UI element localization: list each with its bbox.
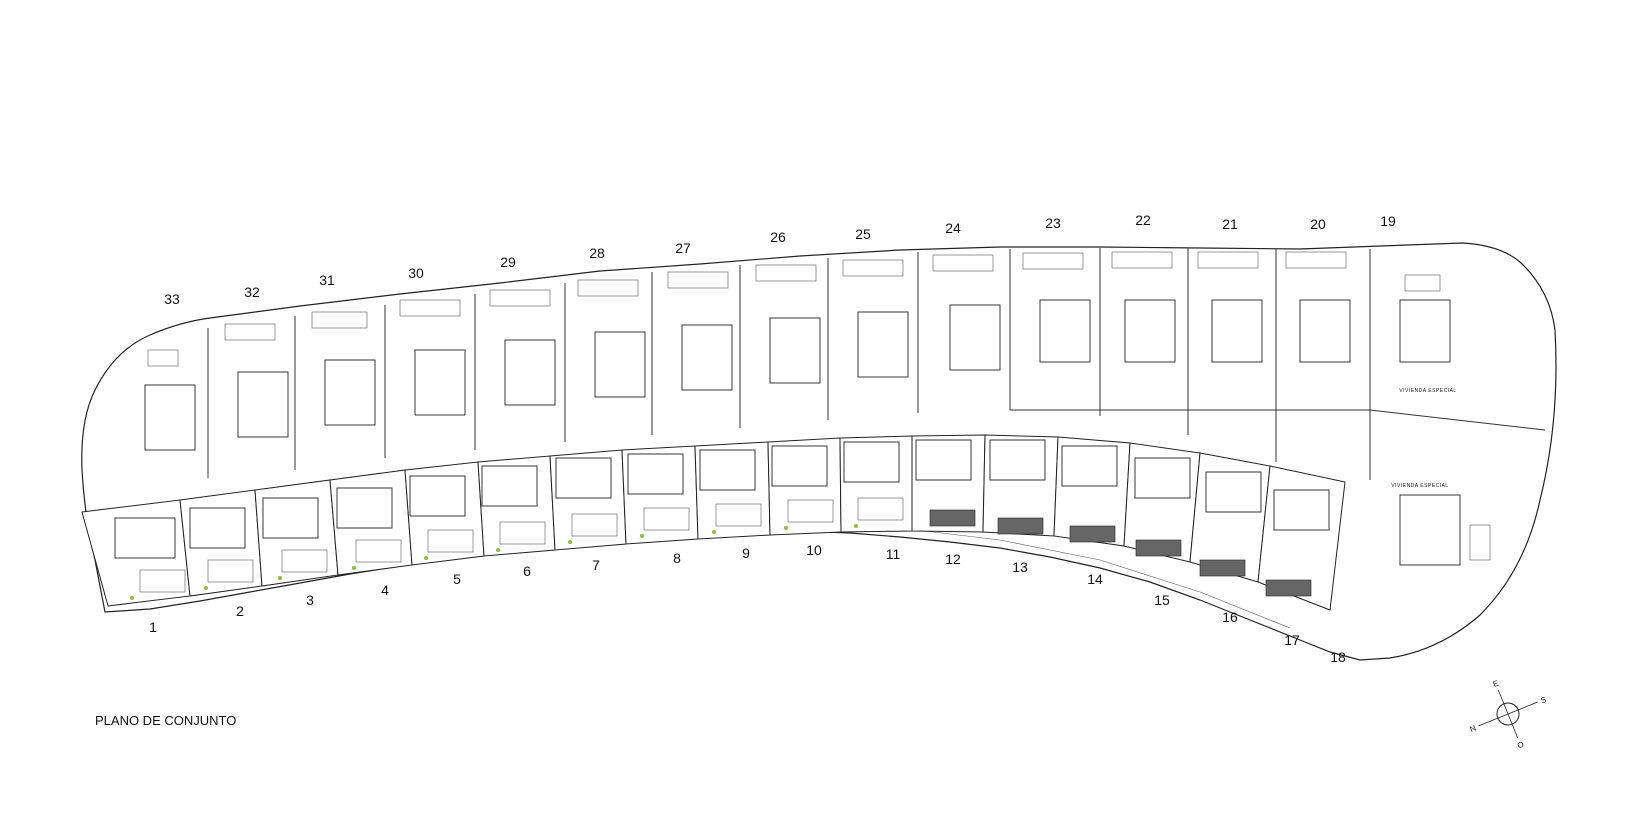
front-lot-2 (179, 489, 263, 597)
front-lot-5 (404, 461, 485, 566)
front-lot-14 (1053, 436, 1131, 547)
front-lot-3 (254, 479, 339, 587)
special-house-label-1: VIVIENDA ESPECIAL (1399, 388, 1456, 394)
back-house-26 (755, 264, 821, 384)
compass-west: O (1516, 740, 1525, 751)
back-lots (144, 248, 1546, 566)
front-lot-10 (767, 437, 842, 536)
special-house-label-2: VIVIENDA ESPECIAL (1391, 483, 1448, 489)
plan-title: PLANO DE CONJUNTO (95, 713, 236, 728)
front-lots (81, 434, 1346, 611)
lot-number-13: 13 (1012, 559, 1028, 575)
back-house-22 (1111, 251, 1176, 363)
front-lot-8 (621, 445, 699, 545)
site-boundary (81, 242, 1557, 661)
lot-number-2: 2 (236, 603, 244, 619)
lot-number-17: 17 (1284, 632, 1300, 648)
lot-number-3: 3 (306, 592, 314, 608)
lot-number-30: 30 (408, 265, 424, 281)
back-house-25 (842, 259, 909, 378)
lot-number-31: 31 (319, 272, 335, 288)
front-lot-6 (477, 455, 556, 557)
compass-icon: N E S O (1469, 679, 1548, 751)
back-house-20 (1285, 251, 1351, 363)
special-house (1399, 494, 1491, 566)
lot-number-33: 33 (164, 291, 180, 307)
back-house-23 (1022, 252, 1091, 363)
lot-number-26: 26 (770, 229, 786, 245)
front-lot-9 (694, 441, 771, 540)
back-house-21 (1197, 251, 1263, 363)
lot-number-8: 8 (673, 550, 681, 566)
back-house-32 (224, 323, 289, 438)
lot-number-12: 12 (945, 551, 961, 567)
front-lot-16 (1189, 452, 1271, 583)
lot-number-27: 27 (675, 240, 691, 256)
lot-number-24: 24 (945, 220, 961, 236)
front-lot-15 (1123, 442, 1201, 563)
lot-number-15: 15 (1154, 592, 1170, 608)
lot-number-6: 6 (523, 563, 531, 579)
compass-east: E (1492, 679, 1500, 689)
front-lot-numbers: 1 2 3 4 5 6 7 8 9 10 11 12 13 14 15 16 1… (149, 542, 1346, 665)
front-lot-13 (982, 434, 1059, 537)
front-lot-7 (549, 449, 627, 551)
back-house-28 (577, 279, 646, 398)
lot-number-32: 32 (244, 284, 260, 300)
lot-number-18: 18 (1330, 649, 1346, 665)
lot-number-28: 28 (589, 245, 605, 261)
compass-north: N (1469, 723, 1478, 734)
back-house-31 (311, 311, 376, 426)
back-house-33 (144, 349, 196, 451)
lot-number-7: 7 (592, 557, 600, 573)
lot-number-4: 4 (381, 582, 389, 598)
lot-number-9: 9 (742, 545, 750, 561)
lot-number-29: 29 (500, 254, 516, 270)
front-lot-4 (329, 469, 413, 576)
front-lot-11 (839, 435, 913, 533)
back-house-30 (399, 299, 466, 416)
lot-number-16: 16 (1222, 609, 1238, 625)
front-lot-1 (81, 499, 191, 607)
back-house-27 (667, 271, 733, 391)
lot-number-11: 11 (886, 546, 901, 562)
front-lot-12 (911, 434, 986, 533)
compass-south: S (1539, 695, 1547, 705)
lot-number-22: 22 (1135, 212, 1151, 228)
lot-number-5: 5 (453, 571, 461, 587)
back-house-24 (932, 254, 1001, 371)
lot-number-14: 14 (1087, 571, 1103, 587)
lot-number-10: 10 (806, 542, 822, 558)
lot-number-20: 20 (1310, 216, 1326, 232)
front-lot-17 (1257, 465, 1346, 611)
back-lot-numbers: 19 20 21 22 23 24 25 26 27 28 29 30 31 3… (164, 212, 1396, 307)
lot-number-19: 19 (1380, 213, 1396, 229)
back-house-19 (1399, 274, 1451, 363)
back-house-29 (489, 289, 556, 406)
lot-number-23: 23 (1045, 215, 1061, 231)
lot-number-21: 21 (1222, 216, 1238, 232)
lot-number-25: 25 (855, 226, 871, 242)
lot-number-1: 1 (149, 619, 157, 635)
